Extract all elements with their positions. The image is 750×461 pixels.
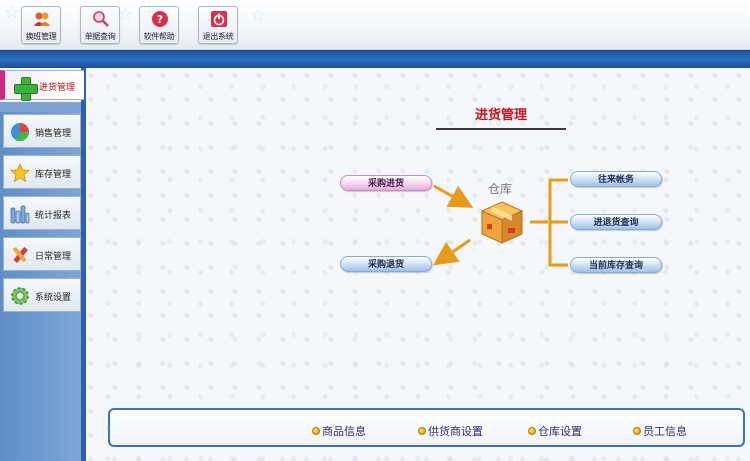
in-return-query-button[interactable]: 进退货查询 — [570, 214, 662, 230]
quick-links-panel: 商品信息 供货商设置 仓库设置 员工信息 — [108, 408, 745, 447]
sidebar-item-label: 进货管理 — [39, 83, 76, 93]
bar-chart-icon — [10, 205, 30, 224]
link-label: 供货商设置 — [428, 425, 483, 438]
header-strip — [0, 50, 750, 68]
purchase-in-button[interactable]: 采购进货 — [340, 175, 432, 191]
warehouse-settings-link[interactable]: 仓库设置 — [528, 423, 582, 439]
svg-text:?: ? — [157, 13, 163, 26]
document-query-button[interactable]: 单据查询 — [80, 6, 120, 44]
current-stock-query-button[interactable]: 当前库存查询 — [570, 257, 662, 273]
sidebar: 进货管理 销售管理 库存管理 统计报表 — [0, 68, 86, 461]
bullet-icon — [312, 427, 320, 435]
warehouse-label: 仓库 — [488, 182, 513, 196]
magnifier-icon — [93, 11, 109, 27]
product-info-link[interactable]: 商品信息 — [312, 423, 366, 439]
tools-icon — [13, 247, 28, 263]
star-icon — [10, 163, 30, 183]
employee-info-link[interactable]: 员工信息 — [633, 423, 687, 439]
decor-star-icon: ☆ — [250, 5, 267, 26]
sidebar-item-label: 系统设置 — [35, 293, 72, 303]
bullet-icon — [418, 427, 426, 435]
shift-management-button[interactable]: 换班管理 — [21, 6, 61, 44]
sidebar-item-system-settings[interactable]: 系统设置 — [3, 278, 81, 312]
sidebar-item-label: 销售管理 — [35, 129, 72, 139]
link-label: 商品信息 — [322, 425, 366, 438]
toolbar: ☆ ☆ ☆ 换班管理 单据查询 ? 软件帮助 退出系统 — [0, 0, 750, 50]
purchase-return-button[interactable]: 采购退货 — [340, 256, 432, 272]
arrow-out — [433, 238, 471, 266]
title-underline — [436, 128, 566, 130]
bullet-icon — [528, 427, 536, 435]
link-label: 员工信息 — [643, 425, 687, 438]
page-title: 进货管理 — [474, 108, 527, 123]
toolbar-button-label: 换班管理 — [25, 32, 57, 41]
help-icon: ? — [152, 11, 168, 27]
sidebar-divider — [0, 102, 81, 112]
sidebar-item-daily-management[interactable]: 日常管理 — [3, 237, 81, 271]
sidebar-item-label: 库存管理 — [35, 170, 72, 180]
arrow-in — [433, 184, 474, 208]
link-label: 仓库设置 — [538, 425, 582, 438]
sidebar-item-sales-management[interactable]: 销售管理 — [3, 114, 81, 148]
sidebar-item-purchase-management[interactable]: 进货管理 — [0, 70, 84, 101]
supplier-settings-link[interactable]: 供货商设置 — [418, 423, 483, 439]
software-help-button[interactable]: ? 软件帮助 — [139, 6, 179, 44]
exit-system-button[interactable]: 退出系统 — [198, 6, 238, 44]
bracket-line — [548, 178, 568, 267]
sidebar-item-label: 日常管理 — [35, 252, 72, 262]
sidebar-item-label: 统计报表 — [35, 211, 72, 221]
gear-icon — [11, 287, 29, 305]
sidebar-item-statistics-report[interactable]: 统计报表 — [3, 196, 81, 230]
user-switch-icon — [34, 12, 50, 26]
toolbar-button-label: 退出系统 — [202, 32, 234, 41]
plus-icon — [14, 77, 38, 101]
toolbar-button-label: 单据查询 — [84, 32, 116, 41]
pie-chart-icon — [11, 123, 30, 142]
toolbar-button-label: 软件帮助 — [143, 32, 175, 41]
decor-star-icon: ☆ — [4, 2, 21, 23]
exit-icon — [211, 11, 227, 27]
account-transactions-button[interactable]: 往来帐务 — [570, 171, 662, 187]
bullet-icon — [633, 427, 641, 435]
decor-star-icon: ☆ — [117, 4, 134, 25]
sidebar-menu: 销售管理 库存管理 统计报表 日常管理 — [0, 112, 81, 461]
sidebar-item-inventory-management[interactable]: 库存管理 — [3, 155, 81, 189]
warehouse-box-icon[interactable] — [478, 198, 526, 246]
